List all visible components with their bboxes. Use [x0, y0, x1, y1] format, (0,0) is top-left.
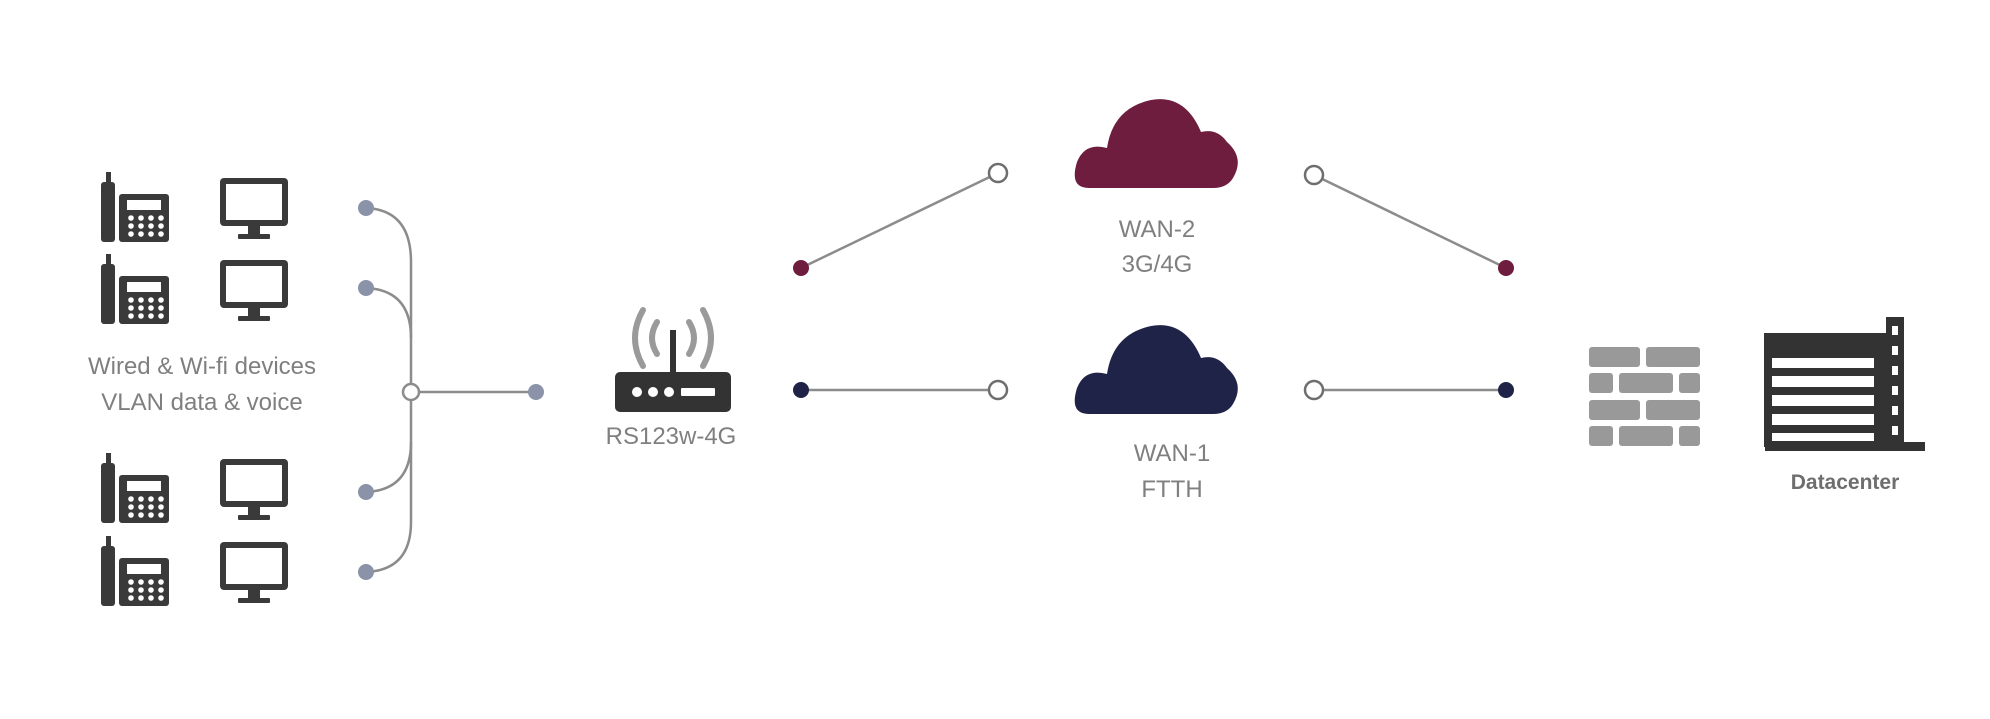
bus-endpoints	[358, 200, 544, 580]
device-group-top	[101, 172, 288, 324]
connector-dot	[1498, 382, 1514, 398]
connector-dot	[1498, 260, 1514, 276]
cloud-icon	[1074, 99, 1238, 188]
computer-monitor-icon	[220, 260, 288, 321]
connector-dot	[358, 200, 374, 216]
computer-monitor-icon	[220, 178, 288, 239]
connector-dot	[528, 384, 544, 400]
router-label: RS123w-4G	[606, 423, 737, 450]
desk-phone-icon	[101, 453, 169, 523]
datacenter-icon	[1764, 317, 1925, 451]
devices-label-line1: Wired & Wi-fi devices	[88, 353, 316, 380]
wifi-router-icon	[615, 307, 731, 412]
connector-dot	[1303, 379, 1325, 401]
wan1-type: FTTH	[1141, 476, 1202, 503]
connector-dot	[358, 484, 374, 500]
connector-dot	[793, 382, 809, 398]
connector-dot	[987, 379, 1009, 401]
wan2-link-right	[1303, 164, 1514, 276]
devices-label-line2: VLAN data & voice	[101, 389, 302, 416]
connector-dot	[1303, 164, 1325, 186]
connector-dot	[793, 260, 809, 276]
desk-phone-icon	[101, 254, 169, 324]
connector-dot	[358, 280, 374, 296]
wan2-name: WAN-2	[1119, 216, 1195, 243]
connector-dot	[358, 564, 374, 580]
wan1-name: WAN-1	[1134, 440, 1210, 467]
wan2-link-left	[793, 162, 1009, 276]
desk-phone-icon	[101, 536, 169, 606]
wan1-link-right	[1303, 379, 1514, 401]
computer-monitor-icon	[220, 459, 288, 520]
device-group-bottom	[101, 453, 288, 606]
cloud-icon	[1074, 325, 1238, 414]
wan1-link-left	[793, 379, 1009, 401]
datacenter-label: Datacenter	[1791, 471, 1900, 494]
firewall-icon	[1589, 347, 1700, 446]
connector-dot	[987, 162, 1009, 184]
wan2-type: 3G/4G	[1122, 251, 1193, 278]
device-bus-connector	[365, 206, 536, 574]
bus-junction	[401, 382, 421, 402]
desk-phone-icon	[101, 172, 169, 242]
computer-monitor-icon	[220, 542, 288, 603]
